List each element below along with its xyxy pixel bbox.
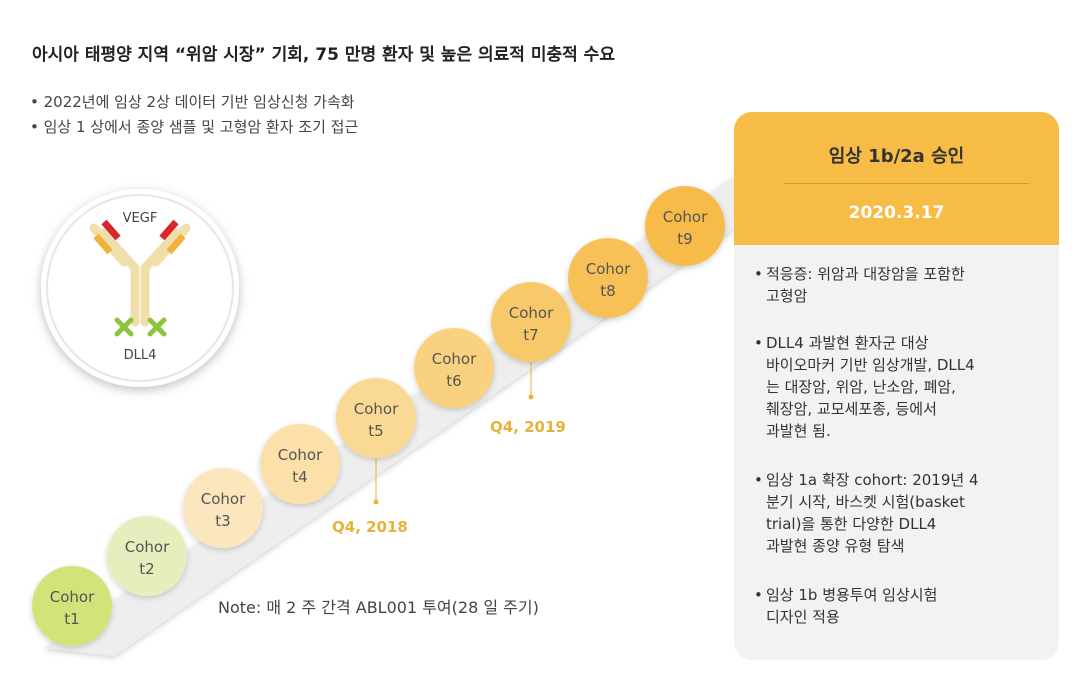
cohort-label-line2: t2 [139, 560, 154, 578]
cohort-circle-shape [645, 186, 725, 266]
cohort-circle-shape [32, 566, 112, 646]
detail-item-text: 임상 1a 확장 cohort: 2019년 4 분기 시작, 바스켓 시험(b… [766, 469, 1046, 557]
cohort-label-line1: Cohor [586, 260, 631, 278]
detail-item: 임상 1b 병용투여 임상시험 디자인 적용 [756, 584, 1046, 628]
cohort-circle: Cohor t1 [32, 566, 112, 646]
antibody-bottom-label: DLL4 [124, 348, 157, 363]
cohort-circle-shape [107, 516, 187, 596]
approval-title: 임상 1b/2a 승인 [734, 142, 1059, 168]
antibody-top-label: VEGF [123, 211, 158, 226]
antibody-badge: VEGF DLL4 [41, 189, 239, 387]
milestone-label-2018: Q4, 2018 [332, 518, 408, 536]
dosing-note: Note: 매 2 주 간격 ABL001 투여(28 일 주기) [218, 594, 539, 618]
detail-item-text: DLL4 과발현 환자군 대상 바이오마커 기반 임상개발, DLL4 는 대장… [766, 332, 1046, 442]
approval-details: 적응증: 위암과 대장암을 포함한 고형암 DLL4 과발현 환자군 대상 바이… [756, 263, 1046, 628]
cohort-circle-shape [414, 328, 494, 408]
cohort-label-line1: Cohor [354, 400, 399, 418]
cohort-label-line1: Cohor [125, 538, 170, 556]
header-divider [784, 183, 1029, 184]
cohort-circle-shape [568, 238, 648, 318]
cohort-circle-shape [491, 282, 571, 362]
cohort-label-line1: Cohor [432, 350, 477, 368]
cohort-circle-shape [183, 468, 263, 548]
cohort-circle: Cohor t6 [414, 328, 494, 408]
cohort-circle: Cohor t7 [491, 282, 571, 362]
cohort-label-line1: Cohor [509, 304, 554, 322]
cohort-label-line1: Cohor [278, 446, 323, 464]
cohort-label-line1: Cohor [663, 208, 708, 226]
cohort-label-line2: t7 [523, 326, 538, 344]
detail-item: 임상 1a 확장 cohort: 2019년 4 분기 시작, 바스켓 시험(b… [756, 469, 1046, 557]
cohort-label-line2: t9 [677, 230, 692, 248]
cohort-label-line2: t5 [368, 422, 383, 440]
cohort-circle-shape [260, 424, 340, 504]
cohort-circle: Cohor t5 [336, 378, 416, 458]
cohort-label-line2: t3 [215, 512, 230, 530]
cohort-circle: Cohor t3 [183, 468, 263, 548]
detail-item: DLL4 과발현 환자군 대상 바이오마커 기반 임상개발, DLL4 는 대장… [756, 332, 1046, 442]
detail-item-text: 적응증: 위암과 대장암을 포함한 고형암 [766, 263, 1046, 307]
approval-panel: 임상 1b/2a 승인 2020.3.17 적응증: 위암과 대장암을 포함한 … [734, 112, 1059, 660]
cohort-label-line2: t4 [292, 468, 307, 486]
cohort-label-line2: t1 [64, 610, 79, 628]
detail-item: 적응증: 위암과 대장암을 포함한 고형암 [756, 263, 1046, 307]
cohort-circle: Cohor t4 [260, 424, 340, 504]
approval-date: 2020.3.17 [734, 203, 1059, 223]
cohort-label-line1: Cohor [50, 588, 95, 606]
detail-item-text: 임상 1b 병용투여 임상시험 디자인 적용 [766, 584, 1046, 628]
cohort-circle: Cohor t9 [645, 186, 725, 266]
cohort-label-line2: t6 [446, 372, 461, 390]
cohort-label-line1: Cohor [201, 490, 246, 508]
cohort-label-line2: t8 [600, 282, 615, 300]
cohort-circle-shape [336, 378, 416, 458]
cohort-circle: Cohor t8 [568, 238, 648, 318]
approval-panel-header: 임상 1b/2a 승인 2020.3.17 [734, 112, 1059, 245]
milestone-label-2019: Q4, 2019 [490, 418, 566, 436]
cohort-circle: Cohor t2 [107, 516, 187, 596]
